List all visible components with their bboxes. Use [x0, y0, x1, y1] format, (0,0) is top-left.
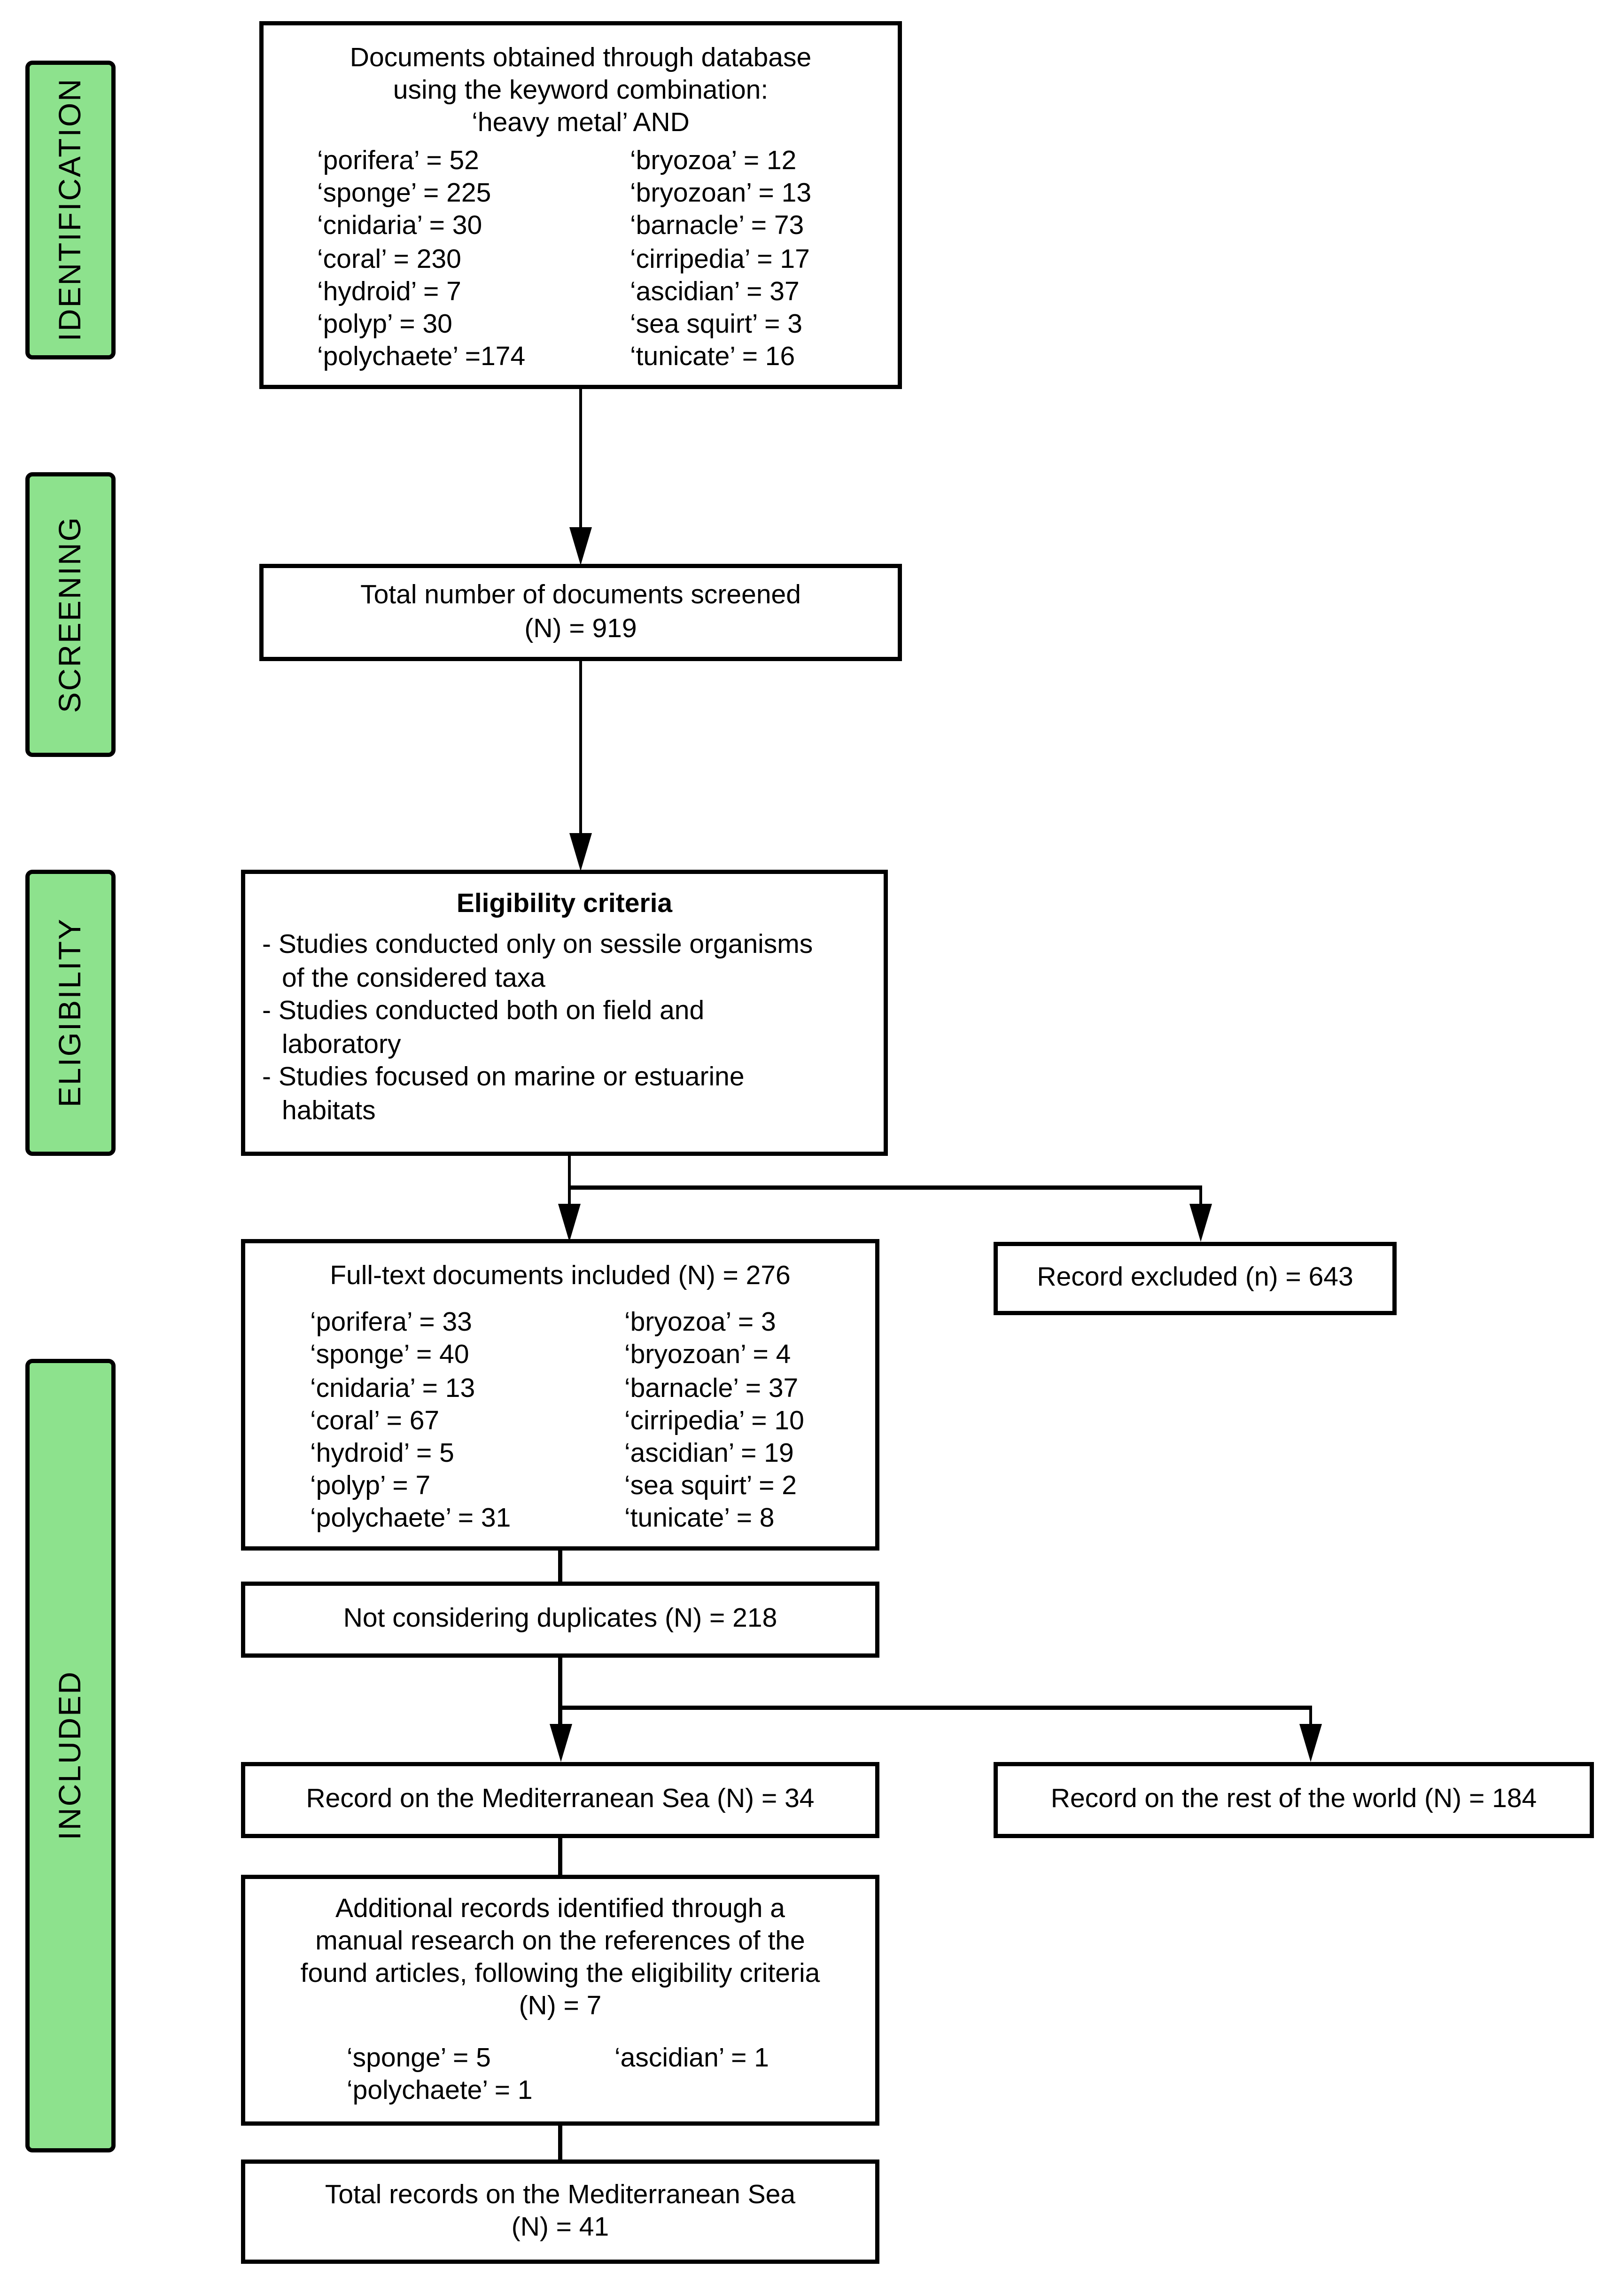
keyword-count: ‘bryozoa’ = 12 [630, 147, 797, 176]
line-duplicates-down [558, 1658, 562, 1728]
screened-line: Total number of documents screened [360, 581, 801, 611]
arrowhead-into-screened [569, 527, 592, 565]
arrowhead-into-fulltext [558, 1204, 581, 1242]
keyword-column-right: ‘ascidian’ = 1 [614, 2043, 769, 2108]
rest-of-world-text: Record on the rest of the world (N) = 18… [1050, 1785, 1537, 1815]
box-rest-of-world-records: Record on the rest of the world (N) = 18… [994, 1762, 1594, 1838]
additional-records-title-line: found articles, following the eligibilit… [300, 1959, 820, 1989]
box-documents-obtained: Documents obtained through database usin… [259, 21, 902, 389]
keyword-column-right: ‘bryozoa’ = 12 ‘bryozoan’ = 13 ‘barnacle… [630, 145, 811, 374]
keyword-count: ‘bryozoa’ = 3 [624, 1308, 776, 1338]
box-documents-screened: Total number of documents screened (N) =… [259, 564, 902, 661]
keyword-count: ‘sponge’ = 225 [317, 179, 491, 209]
keyword-column-right: ‘bryozoa’ = 3 ‘bryozoan’ = 4 ‘barnacle’ … [624, 1307, 804, 1536]
additional-records-count: (N) = 7 [519, 1992, 602, 2021]
line-eligibility-down [567, 1156, 571, 1207]
stage-eligibility: ELIGIBILITY [25, 870, 116, 1156]
keyword-column-left: ‘porifera’ = 33 ‘sponge’ = 40 ‘cnidaria’… [310, 1307, 624, 1536]
eligibility-item-continuation: of the considered taxa [282, 964, 545, 994]
keyword-count: ‘barnacle’ = 37 [624, 1373, 799, 1403]
box-total-mediterranean: Total records on the Mediterranean Sea (… [241, 2159, 879, 2264]
documents-obtained-title-line: using the keyword combination: [393, 76, 769, 106]
keyword-count: ‘bryozoan’ = 13 [630, 179, 812, 209]
arrowhead-into-eligibility [569, 833, 592, 871]
keyword-column-left: ‘sponge’ = 5 ‘polychaete’ = 1 [347, 2043, 614, 2108]
keyword-column-left: ‘porifera’ = 52 ‘sponge’ = 225 ‘cnidaria… [317, 145, 630, 374]
keyword-count: ‘polychaete’ = 31 [310, 1505, 511, 1535]
line-fulltext-to-duplicates [558, 1551, 562, 1583]
line-eligibility-branch [567, 1185, 1202, 1189]
keyword-count: ‘sponge’ = 5 [347, 2044, 491, 2074]
keyword-count: ‘hydroid’ = 5 [310, 1439, 454, 1469]
line-additional-to-total [558, 2126, 562, 2161]
keyword-count: ‘cirripedia’ = 17 [630, 244, 810, 274]
line-mediterranean-to-additional [558, 1838, 562, 1876]
fulltext-included-title: Full-text documents included (N) = 276 [330, 1262, 791, 1291]
box-additional-records: Additional records identified through a … [241, 1875, 879, 2126]
line-box1-to-box2 [579, 389, 583, 530]
line-branch-to-excluded [1199, 1185, 1203, 1208]
keyword-count: ‘ascidian’ = 37 [630, 277, 800, 307]
keyword-count: ‘sponge’ = 40 [310, 1341, 469, 1371]
eligibility-item: - Studies conducted only on sessile orga… [262, 930, 813, 960]
stage-identification-label: IDENTIFICATION [52, 78, 87, 342]
stage-identification: IDENTIFICATION [25, 61, 116, 359]
keyword-count: ‘bryozoan’ = 4 [624, 1341, 791, 1371]
additional-records-title-line: manual research on the references of the [315, 1927, 805, 1957]
stage-eligibility-label: ELIGIBILITY [52, 918, 87, 1108]
keyword-count: ‘cnidaria’ = 30 [317, 212, 482, 242]
box-eligibility-criteria: Eligibility criteria - Studies conducted… [241, 870, 888, 1156]
box-no-duplicates: Not considering duplicates (N) = 218 [241, 1582, 879, 1658]
box-fulltext-included: Full-text documents included (N) = 276 ‘… [241, 1239, 879, 1551]
keyword-count: ‘cnidaria’ = 13 [310, 1373, 475, 1403]
total-mediterranean-line: Total records on the Mediterranean Sea [325, 2180, 796, 2210]
keyword-count: ‘sea squirt’ = 3 [630, 310, 803, 340]
line-duplicates-branch [558, 1706, 1313, 1709]
eligibility-title: Eligibility criteria [456, 889, 673, 919]
box-mediterranean-records: Record on the Mediterranean Sea (N) = 34 [241, 1762, 879, 1838]
mediterranean-text: Record on the Mediterranean Sea (N) = 34 [306, 1785, 815, 1815]
keyword-count: ‘barnacle’ = 73 [630, 212, 804, 242]
arrowhead-into-world [1299, 1724, 1322, 1762]
additional-records-title-line: Additional records identified through a [335, 1894, 785, 1924]
documents-obtained-title-line: Documents obtained through database [350, 44, 812, 73]
keyword-count: ‘polychaete’ =174 [317, 343, 526, 373]
no-duplicates-text: Not considering duplicates (N) = 218 [343, 1605, 777, 1635]
stage-screening: SCREENING [25, 472, 116, 757]
keyword-count: ‘cirripedia’ = 10 [624, 1406, 804, 1436]
box-record-excluded: Record excluded (n) = 643 [994, 1242, 1397, 1315]
keyword-count: ‘polyp’ = 30 [317, 310, 452, 340]
keyword-count: ‘porifera’ = 33 [310, 1308, 472, 1338]
keyword-count: ‘polychaete’ = 1 [347, 2076, 533, 2106]
screened-count: (N) = 919 [524, 614, 637, 644]
arrowhead-into-excluded [1189, 1204, 1212, 1242]
eligibility-item: - Studies focused on marine or estuarine [262, 1063, 745, 1093]
eligibility-item-continuation: laboratory [282, 1030, 401, 1060]
keyword-count: ‘coral’ = 230 [317, 244, 461, 274]
keyword-count: ‘polyp’ = 7 [310, 1472, 431, 1502]
stage-included: INCLUDED [25, 1359, 116, 2152]
total-mediterranean-count: (N) = 41 [511, 2213, 609, 2243]
keyword-count: ‘tunicate’ = 8 [624, 1505, 775, 1535]
keyword-count: ‘ascidian’ = 1 [614, 2044, 769, 2074]
stage-included-label: INCLUDED [52, 1670, 87, 1841]
documents-obtained-title-line: ‘heavy metal’ AND [472, 109, 690, 138]
eligibility-item-continuation: habitats [282, 1096, 376, 1126]
keyword-count: ‘tunicate’ = 16 [630, 343, 795, 373]
stage-screening-label: SCREENING [52, 516, 87, 713]
keyword-count: ‘hydroid’ = 7 [317, 277, 461, 307]
line-branch-to-world [1309, 1706, 1313, 1727]
keyword-count: ‘coral’ = 67 [310, 1406, 440, 1436]
keyword-count: ‘ascidian’ = 19 [624, 1439, 794, 1469]
record-excluded-text: Record excluded (n) = 643 [1037, 1263, 1353, 1294]
line-box2-to-box3 [579, 661, 583, 836]
eligibility-item: - Studies conducted both on field and [262, 997, 705, 1027]
keyword-count: ‘porifera’ = 52 [317, 147, 479, 176]
keyword-count: ‘sea squirt’ = 2 [624, 1472, 797, 1502]
arrowhead-into-mediterranean [549, 1724, 572, 1762]
